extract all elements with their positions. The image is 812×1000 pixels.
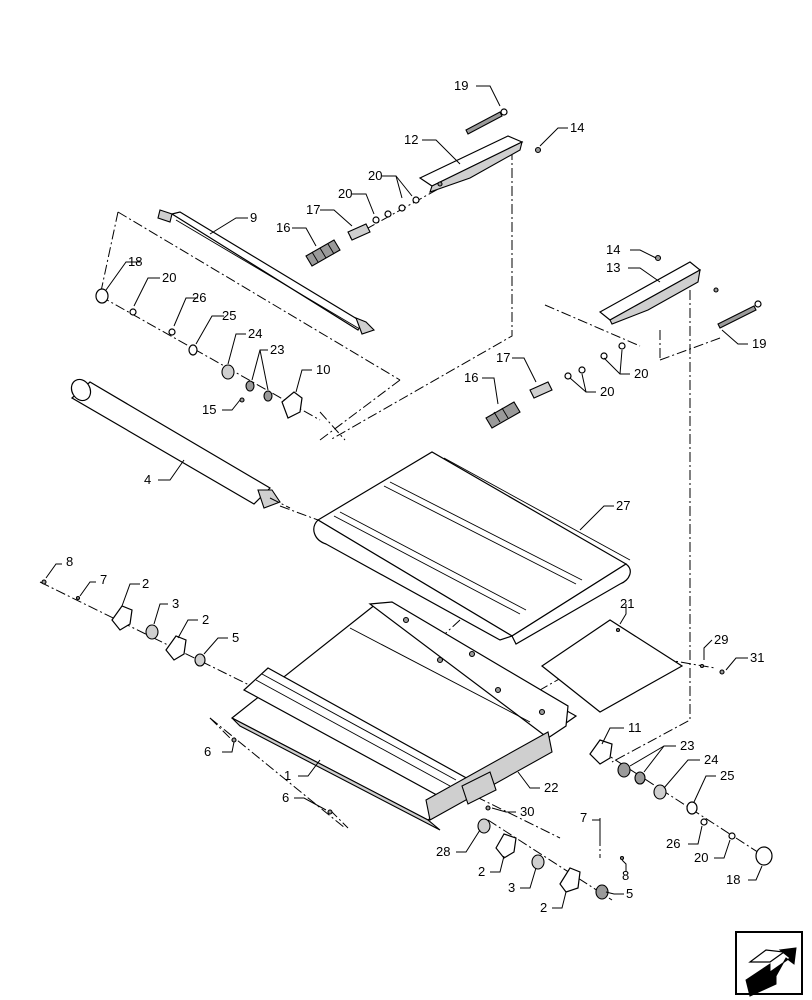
callout-28: 28 [436,844,450,859]
callout-16: 16 [276,220,290,235]
callout-20: 20 [600,384,614,399]
callout-8: 8 [622,868,629,883]
spring-16-right [485,401,521,429]
shaft-9 [157,209,376,335]
panel-27 [313,451,631,645]
callout-17: 17 [496,350,510,365]
callout-7: 7 [100,572,107,587]
support-bracket-12 [418,135,524,193]
callout-18: 18 [726,872,740,887]
callout-9: 9 [250,210,257,225]
callout-20: 20 [694,850,708,865]
left-hardware-stack [95,288,303,419]
callout-1: 1 [284,768,291,783]
callout-31: 31 [750,650,764,665]
callout-25: 25 [222,308,236,323]
right-axle-hardware [589,663,773,866]
callout-labels: 19 12 14 20 20 17 16 9 18 20 26 25 24 23… [66,78,766,915]
callout-21: 21 [620,596,634,611]
support-bracket-13 [598,261,719,325]
callout-20: 20 [368,168,382,183]
screw-14-right [654,254,662,262]
next-page-arrow-icon[interactable] [735,931,803,997]
callout-17: 17 [306,202,320,217]
plate-21 [540,619,684,713]
callout-19: 19 [454,78,468,93]
callout-16: 16 [464,370,478,385]
callout-14: 14 [606,242,620,257]
callout-24: 24 [248,326,262,341]
callout-26: 26 [192,290,206,305]
washers-20-right [564,342,626,380]
callout-5: 5 [232,630,239,645]
callout-26: 26 [666,836,680,851]
callout-20: 20 [338,186,352,201]
callout-27: 27 [616,498,630,513]
screw-14-top [534,146,542,154]
callout-15: 15 [202,402,216,417]
callout-4: 4 [144,472,151,487]
callout-10: 10 [316,362,330,377]
callout-25: 25 [720,768,734,783]
block-17-right [529,381,553,399]
bolt-19-top [465,108,508,135]
callout-7: 7 [580,810,587,825]
block-17-top [347,223,371,241]
callout-14: 14 [570,120,584,135]
callout-2: 2 [202,612,209,627]
frame-1 [230,601,578,831]
callout-2: 2 [540,900,547,915]
callout-2: 2 [142,576,149,591]
callout-5: 5 [626,886,633,901]
callout-3: 3 [172,596,179,611]
callout-2: 2 [478,864,485,879]
callout-11: 11 [628,720,642,735]
callout-12: 12 [404,132,418,147]
callout-13: 13 [606,260,620,275]
callout-20: 20 [162,270,176,285]
callout-6: 6 [282,790,289,805]
callout-23: 23 [270,342,284,357]
callout-23: 23 [680,738,694,753]
lower-front-hardware [477,805,625,900]
leader-lines [45,85,763,909]
callout-18: 18 [128,254,142,269]
callout-30: 30 [520,804,534,819]
callout-20: 20 [634,366,648,381]
callout-29: 29 [714,632,728,647]
callout-19: 19 [752,336,766,351]
callout-22: 22 [544,780,558,795]
callout-8: 8 [66,554,73,569]
callout-24: 24 [704,752,718,767]
callout-6: 6 [204,744,211,759]
left-axle-hardware [41,579,333,815]
callout-3: 3 [508,880,515,895]
washers-20-top [372,196,420,224]
bolt-19-right [717,300,762,329]
spring-16-top [305,239,341,267]
roller-4 [70,378,291,509]
